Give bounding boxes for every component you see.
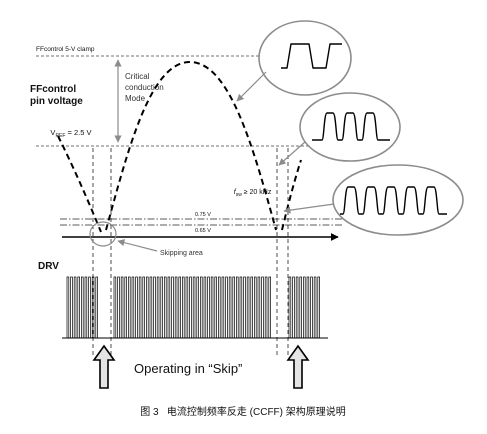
critical-mode-label-line3: Mode bbox=[125, 94, 146, 103]
drv-pulse bbox=[182, 276, 185, 339]
drv-pulse bbox=[117, 276, 120, 339]
critical-mode-label-line1: Critical bbox=[125, 72, 150, 81]
vref-label: VREF = 2.5 V bbox=[40, 128, 98, 139]
drv-pulse bbox=[292, 276, 295, 339]
drv-pulse bbox=[77, 276, 80, 339]
drv-pulse bbox=[246, 276, 250, 339]
drv-pulse bbox=[153, 276, 156, 339]
drv-pulse bbox=[73, 276, 77, 339]
drv-pulse bbox=[264, 276, 268, 339]
drv-pulse bbox=[146, 276, 149, 339]
drv-pulse bbox=[257, 276, 261, 339]
skipping-area-label: Skipping area bbox=[160, 250, 203, 257]
bubble-valley-mode bbox=[299, 92, 401, 162]
drv-label: DRV bbox=[38, 261, 59, 272]
drv-pulse bbox=[171, 276, 174, 339]
drv-pulse bbox=[124, 276, 127, 339]
bubble-valley-mode-pointer bbox=[278, 141, 306, 166]
drv-pulse bbox=[81, 276, 84, 339]
drv-pulse bbox=[185, 276, 189, 339]
drv-pulse bbox=[196, 276, 199, 339]
bubble-valley-mode-waveform bbox=[312, 112, 390, 141]
drv-pulse bbox=[268, 276, 271, 339]
drv-pulse bbox=[299, 276, 302, 339]
drv-pulse bbox=[203, 276, 207, 339]
threshold-low-label: 0.65 V bbox=[195, 228, 211, 234]
drv-pulse bbox=[66, 276, 70, 339]
drv-pulse bbox=[178, 276, 181, 339]
drv-pulse bbox=[138, 276, 142, 339]
drv-pulse bbox=[131, 276, 135, 339]
drv-pulse bbox=[135, 276, 138, 339]
drv-pulse bbox=[254, 276, 257, 339]
fsw-label: fsw ≥ 20 kHz bbox=[224, 189, 277, 198]
skip-arrow-left bbox=[92, 344, 116, 389]
fsw-symbol: f bbox=[234, 189, 237, 196]
drv-pulse bbox=[210, 276, 214, 339]
drv-pulse bbox=[149, 276, 153, 339]
y-axis-label-line2: pin voltage bbox=[30, 96, 83, 107]
drv-pulse bbox=[317, 276, 320, 339]
drv-pulse bbox=[142, 276, 145, 339]
vref-subscript: REF bbox=[55, 133, 65, 139]
skipping-area-pointer bbox=[117, 239, 158, 252]
drv-pulse bbox=[128, 276, 131, 339]
drv-pulse bbox=[225, 276, 228, 339]
drv-pulse bbox=[88, 276, 91, 339]
skipping-area-circle bbox=[89, 221, 117, 247]
drv-pulse bbox=[189, 276, 192, 339]
skip-arrow-right bbox=[286, 344, 310, 389]
drv-pulse bbox=[214, 276, 217, 339]
drv-pulse bbox=[113, 276, 117, 339]
drv-pulse bbox=[70, 276, 73, 339]
drv-pulse bbox=[313, 276, 317, 339]
bubble-fixed-frequency-pointer bbox=[283, 203, 335, 214]
drv-pulse bbox=[288, 276, 292, 339]
drv-pulse-train bbox=[66, 276, 320, 339]
drv-pulse bbox=[306, 276, 310, 339]
drv-pulse bbox=[192, 276, 196, 339]
drv-pulse bbox=[261, 276, 264, 339]
bubble-fixed-frequency bbox=[332, 164, 464, 236]
drv-pulse bbox=[243, 276, 246, 339]
threshold-high-label: 0.75 V bbox=[195, 212, 211, 218]
drv-pulse bbox=[250, 276, 253, 339]
drv-pulse bbox=[91, 276, 95, 339]
bubble-critical-conduction-pointer bbox=[236, 71, 267, 102]
drv-pulse bbox=[236, 276, 239, 339]
vref-symbol: V bbox=[50, 128, 55, 137]
vref-value: = 2.5 V bbox=[65, 128, 91, 137]
bubble-fixed-frequency-waveform bbox=[340, 186, 447, 215]
ffcontrol-waveform-right bbox=[281, 159, 302, 231]
drv-pulse bbox=[200, 276, 203, 339]
critical-mode-label-line2: conduction bbox=[125, 83, 164, 92]
drv-pulse bbox=[95, 276, 98, 339]
drv-pulse bbox=[164, 276, 167, 339]
drv-pulse bbox=[295, 276, 299, 339]
drv-pulse bbox=[167, 276, 171, 339]
drv-pulse bbox=[160, 276, 163, 339]
fsw-subscript: sw bbox=[236, 192, 243, 198]
drv-pulse bbox=[218, 276, 221, 339]
drv-pulse bbox=[174, 276, 178, 339]
fsw-value: ≥ 20 kHz bbox=[242, 189, 272, 196]
figure-caption: 图 3 电流控制频率反走 (CCFF) 架构原理说明 bbox=[140, 405, 346, 418]
drv-pulse bbox=[207, 276, 210, 339]
drv-pulse bbox=[232, 276, 235, 339]
drv-pulse bbox=[310, 276, 313, 339]
drv-pulse bbox=[228, 276, 232, 339]
drv-pulse bbox=[303, 276, 306, 339]
operating-in-skip-label: Operating in “Skip” bbox=[134, 361, 242, 376]
bubble-critical-conduction-waveform bbox=[281, 43, 342, 69]
clamp-label: FFcontrol 5-V clamp bbox=[36, 46, 95, 53]
bubble-critical-conduction bbox=[258, 20, 352, 96]
ffcontrol-waveform-left bbox=[57, 135, 102, 233]
drv-pulse bbox=[156, 276, 160, 339]
y-axis-label-line1: FFcontrol bbox=[30, 84, 76, 95]
drv-pulse bbox=[221, 276, 225, 339]
drv-pulse bbox=[120, 276, 124, 339]
drv-pulse bbox=[239, 276, 243, 339]
drv-pulse bbox=[84, 276, 88, 339]
